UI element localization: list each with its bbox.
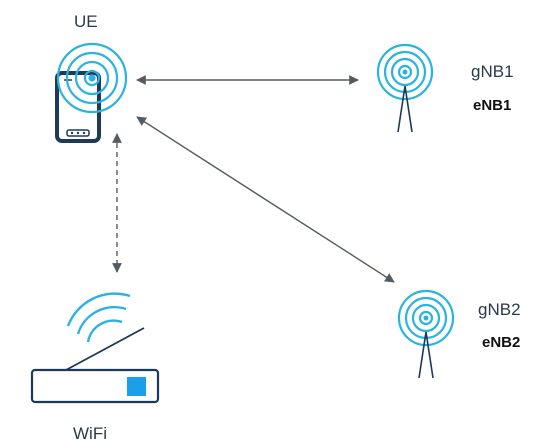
gnb1-tower-icon [376, 43, 434, 133]
ue-label: UE [74, 12, 98, 31]
link-ue-gnb2 [136, 116, 395, 283]
wifi-label: WiFi [73, 424, 107, 443]
wifi-led [127, 377, 146, 396]
enb2-label: eNB2 [482, 334, 521, 351]
gnb2-label: gNB2 [478, 300, 521, 319]
gnb1-label: gNB1 [471, 62, 514, 81]
gnb2-tower-icon [397, 289, 455, 379]
wifi-router-icon [30, 292, 160, 404]
ue-phone-icon [55, 71, 101, 143]
ue-signal-icon [56, 42, 128, 114]
enb1-label: eNB1 [473, 97, 512, 114]
